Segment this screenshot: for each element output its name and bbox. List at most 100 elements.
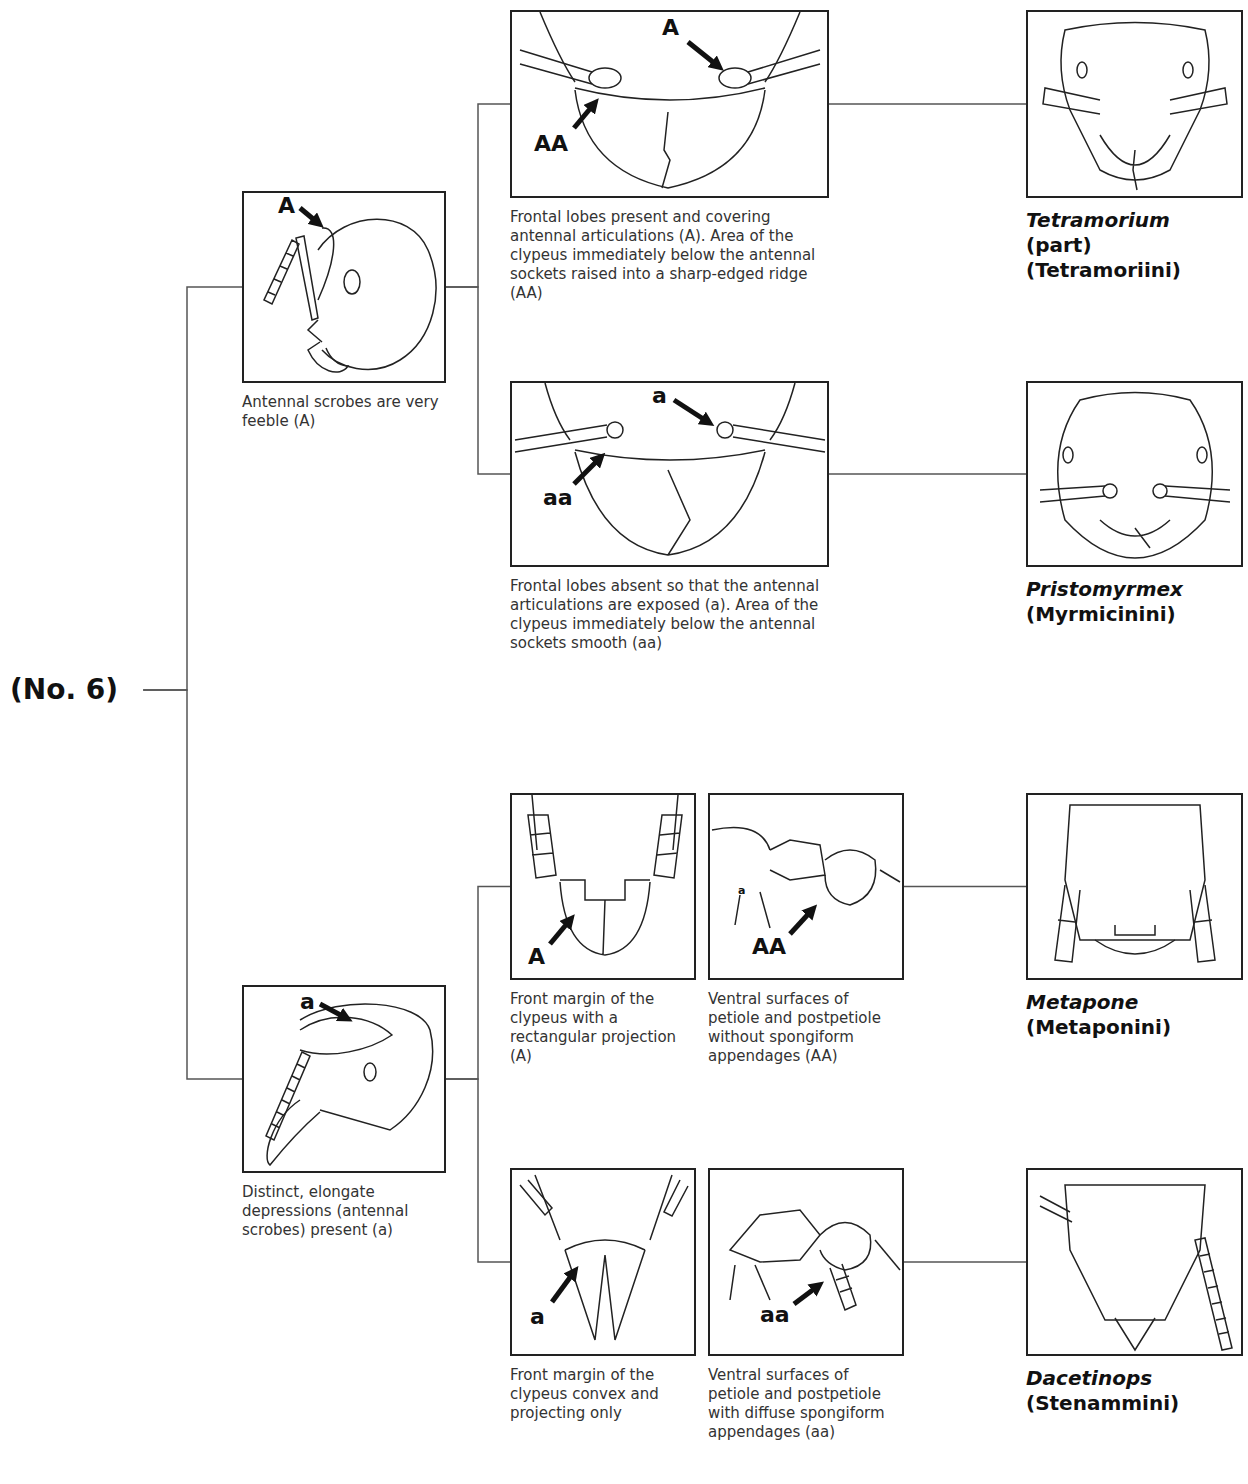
- antenna: [1195, 1238, 1232, 1350]
- clypeus: [565, 1240, 645, 1250]
- picture-frame: [708, 793, 904, 980]
- connector-line: [829, 103, 1026, 105]
- connector-line: [829, 473, 1026, 475]
- dacetinops-head: [1040, 1185, 1232, 1350]
- connector-line: [904, 886, 1026, 888]
- taxon-box: Dacetinops(Stenammini): [1026, 1168, 1243, 1416]
- character-box: Front margin of the clypeus with a recta…: [510, 793, 696, 1066]
- head-outline: [1065, 805, 1205, 940]
- clypeus-rectangular-projection: [528, 795, 682, 955]
- connector-line: [446, 287, 510, 474]
- character-box: Front margin of the clypeus convex and p…: [510, 1168, 696, 1423]
- clypeal-projection: [1115, 925, 1155, 935]
- picture-frame: [1026, 1168, 1243, 1356]
- frontal-lobe: [589, 68, 621, 88]
- antennae: [1055, 885, 1215, 962]
- character-caption: Antennal scrobes are very feeble (A): [242, 393, 446, 431]
- callout-letter: a: [652, 384, 667, 408]
- mandibles: [565, 1250, 645, 1340]
- lateral-head-feeble-scrobe: [264, 208, 436, 372]
- antenna-scape: [296, 236, 318, 320]
- head-outline: [300, 1004, 433, 1130]
- pointer-arrow: [574, 458, 600, 484]
- character-box: Distinct, elongate depressions (antennal…: [242, 985, 446, 1240]
- couplet-number: (No. 6): [10, 672, 118, 708]
- antennae: [520, 1180, 688, 1216]
- picture-frame: [1026, 10, 1243, 198]
- head-outline: [1058, 393, 1213, 559]
- antennae: [528, 815, 682, 878]
- character-caption: Distinct, elongate depressions (antennal…: [242, 1183, 446, 1240]
- gaster: [880, 870, 900, 882]
- eye: [344, 270, 360, 294]
- antenna-funiculus: [264, 240, 299, 304]
- antennal-socket: [607, 422, 623, 438]
- tribe-name: (part) (Tetramoriini): [1026, 233, 1243, 283]
- character-caption: Frontal lobes absent so that the antenna…: [510, 577, 829, 653]
- character-box: Frontal lobes present and covering anten…: [510, 10, 829, 303]
- pointer-arrow: [794, 1286, 818, 1304]
- pointer-arrow: [550, 920, 570, 944]
- callout-letter: a: [738, 884, 745, 897]
- callout-letter: A: [528, 945, 545, 969]
- taxon-box: Pristomyrmex(Myrmicinini): [1026, 381, 1243, 627]
- head-sides: [545, 383, 795, 440]
- character-box: Frontal lobes absent so that the antenna…: [510, 381, 829, 653]
- antennal-socket: [1103, 484, 1117, 498]
- mandible: [308, 342, 348, 372]
- eye: [1063, 447, 1073, 463]
- character-box: Antennal scrobes are very feeble (A): [242, 191, 446, 431]
- connector-line: [446, 1079, 510, 1262]
- mandibles: [1100, 520, 1170, 548]
- eye: [1197, 447, 1207, 463]
- pointer-arrow: [320, 1004, 346, 1018]
- callout-letter: a: [530, 1305, 545, 1329]
- scrobe-ridge: [318, 228, 334, 300]
- mandibles: [1100, 135, 1170, 190]
- pointer-arrow: [574, 104, 594, 128]
- antennal-socket: [717, 422, 733, 438]
- frontal-lobe: [719, 68, 751, 88]
- character-caption: Ventral surfaces of petiole and postpeti…: [708, 990, 904, 1066]
- connector-line: [143, 287, 242, 690]
- callout-letter: aa: [543, 486, 573, 510]
- connector-line: [446, 104, 510, 287]
- postpetiole: [820, 1223, 871, 1271]
- antenna-scapes: [1043, 88, 1227, 114]
- character-caption: Frontal lobes present and covering anten…: [510, 208, 829, 303]
- genus-name: Pristomyrmex: [1026, 577, 1243, 602]
- callout-letter: AA: [752, 935, 786, 959]
- connector-line: [446, 887, 510, 1080]
- tetramorium-head: [1043, 23, 1227, 191]
- taxon-box: Metapone(Metaponini): [1026, 793, 1243, 1040]
- eye: [364, 1063, 376, 1081]
- lateral-head-distinct-scrobe: [266, 1004, 433, 1165]
- picture-frame: [708, 1168, 904, 1356]
- legs: [730, 1265, 770, 1300]
- character-caption: Ventral surfaces of petiole and postpeti…: [708, 1366, 904, 1442]
- genus-name: Tetramorium: [1026, 208, 1243, 233]
- mandibles: [560, 882, 650, 955]
- petiole: [770, 840, 825, 880]
- tribe-name: (Stenammini): [1026, 1391, 1243, 1416]
- postpetiole: [825, 850, 876, 905]
- head-outline: [318, 219, 436, 369]
- callout-letter: AA: [534, 132, 568, 156]
- callout-letter: A: [662, 16, 679, 40]
- mandibles: [575, 452, 765, 555]
- pointer-arrow: [300, 208, 318, 223]
- antenna-scapes: [515, 425, 825, 452]
- legs: [735, 892, 770, 928]
- tribe-name: (Myrmicinini): [1026, 602, 1243, 627]
- pointer-arrow: [790, 910, 812, 934]
- couplet-node: (No. 6): [10, 672, 143, 708]
- pointer-arrow: [552, 1272, 574, 1302]
- eye: [1077, 62, 1087, 78]
- gaster: [875, 1240, 900, 1270]
- tribe-name: (Metaponini): [1026, 1015, 1243, 1040]
- connector-line: [904, 1261, 1026, 1263]
- picture-frame: [1026, 793, 1243, 980]
- mandible: [267, 1100, 320, 1165]
- clypeus: [560, 880, 650, 900]
